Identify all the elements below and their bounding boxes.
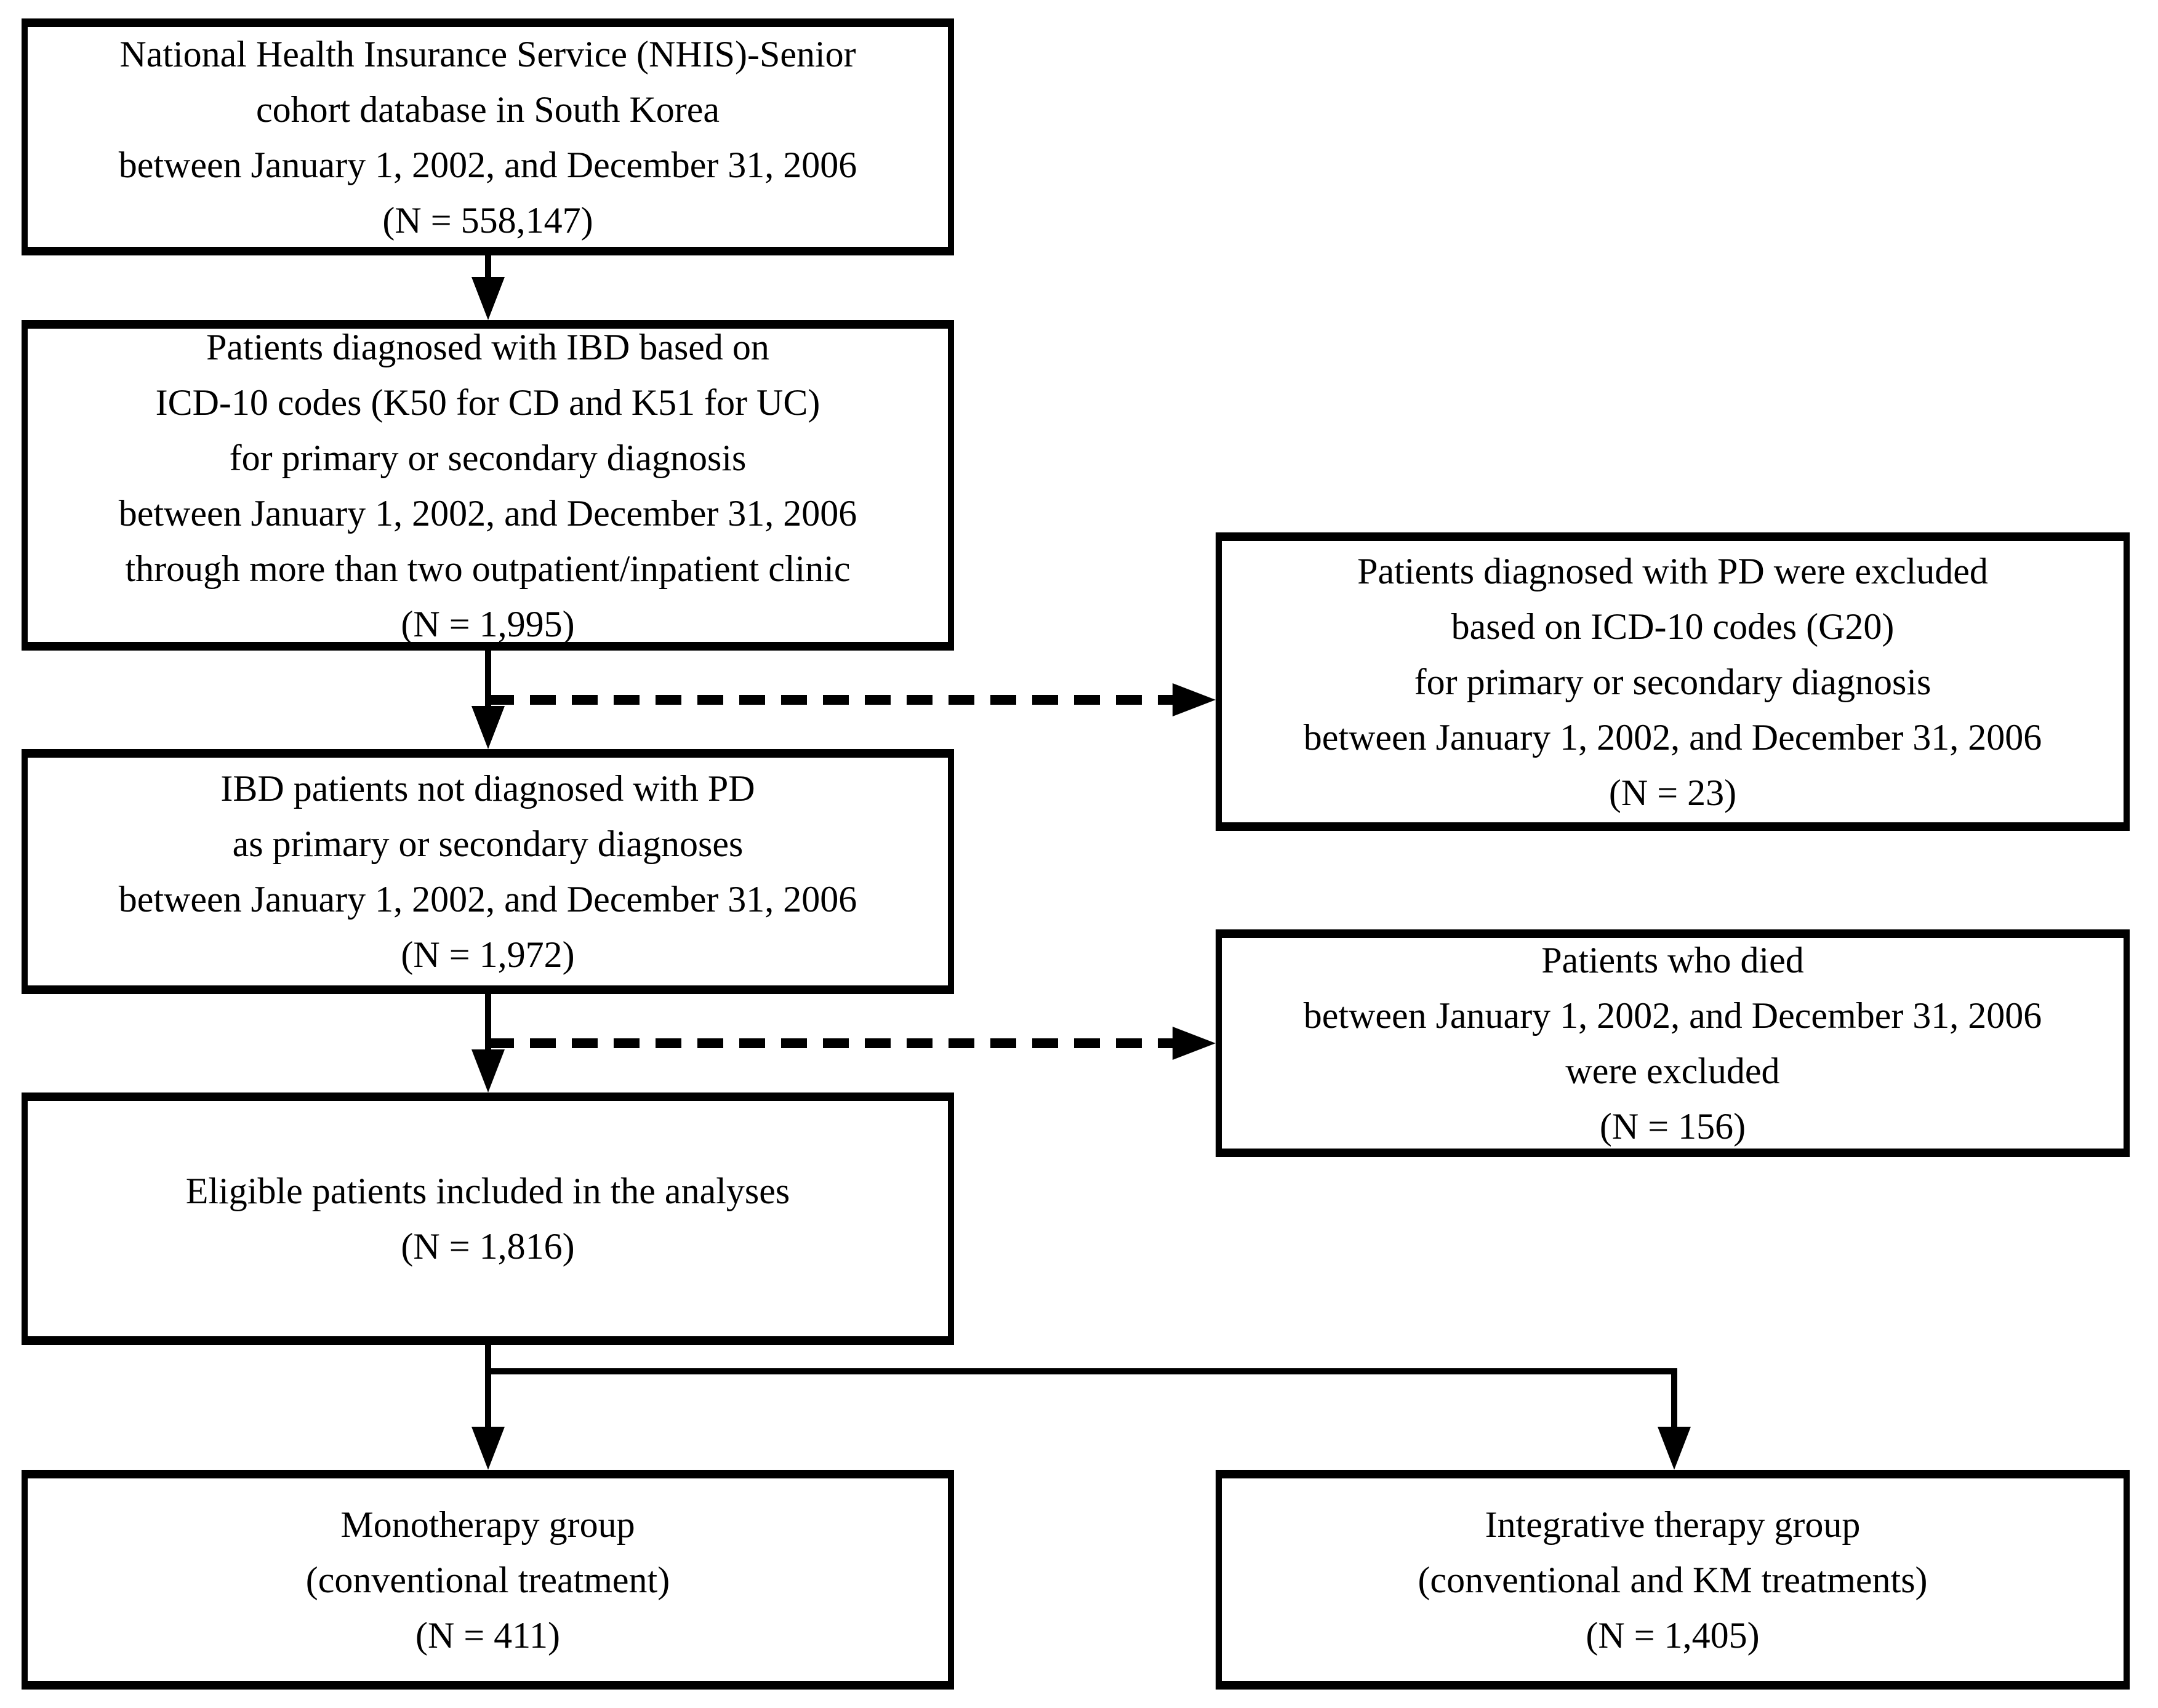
flow-box-ibd-without-pd-text: IBD patients not diagnosed with PD as pr… <box>118 768 857 975</box>
branch-left-vertical-line <box>485 1344 491 1430</box>
arrow-ibd-without-pd-to-eligible-line <box>485 993 491 1054</box>
flow-box-cohort-text: National Health Insurance Service (NHIS)… <box>118 33 857 241</box>
flow-box-integrative-text: Integrative therapy group (conventional … <box>1418 1504 1928 1656</box>
arrow-ibd-without-pd-to-eligible-head <box>471 1049 505 1093</box>
arrow-ibd-to-ibd-without-pd-line <box>485 649 491 711</box>
dashed-arrow-pd-exclusion-line <box>488 695 1177 705</box>
dashed-arrow-death-exclusion-line <box>488 1038 1177 1048</box>
flow-box-eligible: Eligible patients included in the analys… <box>22 1093 954 1345</box>
flow-box-monotherapy-text: Monotherapy group (conventional treatmen… <box>305 1504 670 1656</box>
flow-box-pd-excluded: Patients diagnosed with PD were excluded… <box>1216 532 2130 831</box>
flow-box-ibd-without-pd: IBD patients not diagnosed with PD as pr… <box>22 749 954 994</box>
flow-box-died-excluded-text: Patients who died between January 1, 200… <box>1303 940 2042 1147</box>
flow-box-ibd-diagnosed: Patients diagnosed with IBD based on ICD… <box>22 320 954 651</box>
branch-right-vertical-line <box>1671 1368 1677 1430</box>
arrow-eligible-to-monotherapy-head <box>471 1427 505 1470</box>
flow-box-integrative: Integrative therapy group (conventional … <box>1216 1470 2130 1690</box>
dashed-arrow-pd-exclusion-head <box>1173 683 1216 716</box>
arrow-eligible-to-integrative-head <box>1658 1427 1691 1470</box>
arrow-cohort-to-ibd-line <box>485 254 491 282</box>
flow-box-monotherapy: Monotherapy group (conventional treatmen… <box>22 1470 954 1690</box>
arrow-ibd-to-ibd-without-pd-head <box>471 706 505 749</box>
arrow-cohort-to-ibd-head <box>471 277 505 320</box>
flow-box-ibd-diagnosed-text: Patients diagnosed with IBD based on ICD… <box>118 326 857 644</box>
dashed-arrow-death-exclusion-head <box>1173 1027 1216 1060</box>
flow-box-cohort: National Health Insurance Service (NHIS)… <box>22 18 954 255</box>
flow-box-eligible-text: Eligible patients included in the analys… <box>185 1171 790 1267</box>
branch-horizontal-line <box>485 1368 1677 1374</box>
flow-box-died-excluded: Patients who died between January 1, 200… <box>1216 929 2130 1157</box>
flow-box-pd-excluded-text: Patients diagnosed with PD were excluded… <box>1303 550 2042 813</box>
